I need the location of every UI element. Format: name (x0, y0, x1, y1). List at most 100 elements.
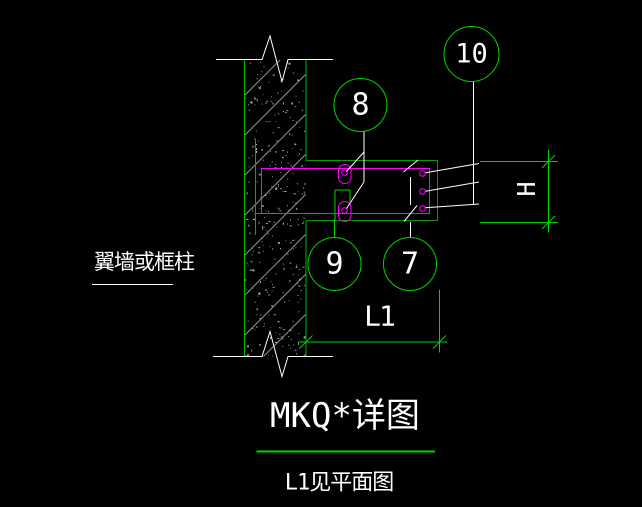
hatch-speckle (298, 240, 300, 242)
hatch-speckle (257, 140, 259, 142)
hatch-speckle (263, 250, 265, 252)
hatch-speckle (288, 133, 290, 135)
hatch-speckle (273, 221, 275, 223)
hatch-speckle (299, 278, 301, 281)
hatch-speckle (287, 67, 289, 69)
dim-h-label: H (512, 181, 541, 196)
hatch-speckle (301, 109, 303, 111)
hatch-speckle (288, 209, 290, 211)
hatch-speckle (265, 121, 268, 123)
hatch-speckle (303, 336, 306, 339)
hatch-speckle (252, 287, 254, 289)
hatch-speckle (294, 143, 296, 146)
hatch-speckle (282, 337, 284, 340)
hatch-speckle (265, 289, 268, 291)
hatch-speckle (302, 193, 304, 195)
hatch-speckle (260, 196, 262, 199)
hatch-speckle (272, 74, 275, 76)
hatch-speckle (251, 247, 254, 249)
hatch-speckle (277, 92, 279, 94)
hatch-speckle (258, 221, 260, 224)
drawing-title: MKQ*详图 (270, 396, 420, 436)
hatch-speckle (296, 264, 298, 266)
hatch-speckle (284, 191, 287, 192)
hatch-speckle (254, 301, 257, 303)
hatch-speckle (304, 168, 306, 170)
hatch-speckle (283, 157, 285, 159)
hatch-speckle (248, 109, 250, 111)
hatch-speckle (298, 311, 300, 313)
hatch-speckle (256, 99, 258, 102)
hatch-speckle (295, 95, 297, 97)
hatch-speckle (282, 345, 284, 347)
hatch-speckle (303, 187, 305, 189)
hatch-speckle (247, 354, 249, 357)
hatch-speckle (261, 241, 263, 243)
wall-edges (244, 59, 307, 357)
hatch-speckle (293, 344, 295, 346)
hatch-speckle (261, 149, 264, 151)
hatch-speckle (292, 240, 294, 241)
callout-8: 8 (333, 78, 388, 132)
hatch-speckle (262, 238, 263, 240)
hatch-speckle (253, 218, 255, 220)
title-block: MKQ*详图 L1见平面图 (256, 396, 435, 496)
hatch-speckle (246, 219, 249, 220)
hatch-speckle (286, 110, 289, 112)
hatch-speckle (277, 140, 279, 142)
hatch-speckle (249, 62, 251, 64)
hatch-speckle (251, 254, 253, 256)
callout-7-label: 7 (401, 247, 419, 282)
hatch-speckle (265, 102, 267, 104)
hatch-speckle (250, 101, 253, 104)
hatch-speckle (245, 97, 247, 99)
hatch-speckle (272, 103, 275, 105)
hatch-speckle (248, 166, 250, 168)
hatch-speckle (300, 246, 302, 248)
hatch-speckle (257, 252, 260, 254)
hatch-speckle (294, 106, 297, 107)
hatch-line (245, 153, 306, 216)
hatch-speckle (289, 89, 290, 91)
hatch-speckle (268, 221, 271, 222)
hatch-speckle (297, 283, 298, 285)
hatch-speckle (268, 294, 271, 296)
hatch-speckle (287, 178, 289, 180)
hatch-speckle (303, 191, 305, 193)
hatch-speckle (289, 116, 291, 118)
hatch-speckle (278, 113, 279, 115)
hatch-speckle (300, 149, 302, 151)
hatch-speckle (259, 173, 262, 175)
hatch-speckle (252, 207, 254, 210)
hatch-speckle (263, 326, 265, 327)
dimension-h: H (480, 149, 558, 233)
hatch-speckle (297, 79, 299, 81)
hatch-speckle (292, 148, 294, 149)
hatch-speckle (271, 290, 273, 292)
hatch-speckle (260, 281, 261, 284)
hatch-speckle (254, 138, 256, 140)
hatch-speckle (256, 308, 258, 311)
hatch-speckle (299, 127, 301, 129)
hatch-speckle (296, 353, 298, 355)
hatch-speckle (273, 314, 276, 316)
hatch-speckle (258, 174, 261, 176)
hatch-speckle (295, 144, 297, 145)
hatch-speckle (289, 329, 292, 331)
hatch-speckle (267, 145, 270, 147)
hatch-speckle (256, 78, 258, 80)
hatch-speckle (252, 328, 254, 329)
hatch-speckle (254, 104, 256, 106)
hatch-speckle (247, 265, 249, 267)
bolt-hole (419, 205, 426, 212)
hatch-speckle (295, 202, 298, 204)
hatch-speckle (297, 154, 299, 156)
hatch-speckle (254, 329, 256, 331)
hatch-speckle (247, 320, 249, 322)
hatch-speckle (279, 210, 282, 212)
hatch-speckle (293, 239, 295, 241)
wall-label: 翼墙或框柱 (92, 250, 196, 285)
hatch-speckle (287, 162, 290, 164)
hatch-speckle (275, 332, 277, 334)
